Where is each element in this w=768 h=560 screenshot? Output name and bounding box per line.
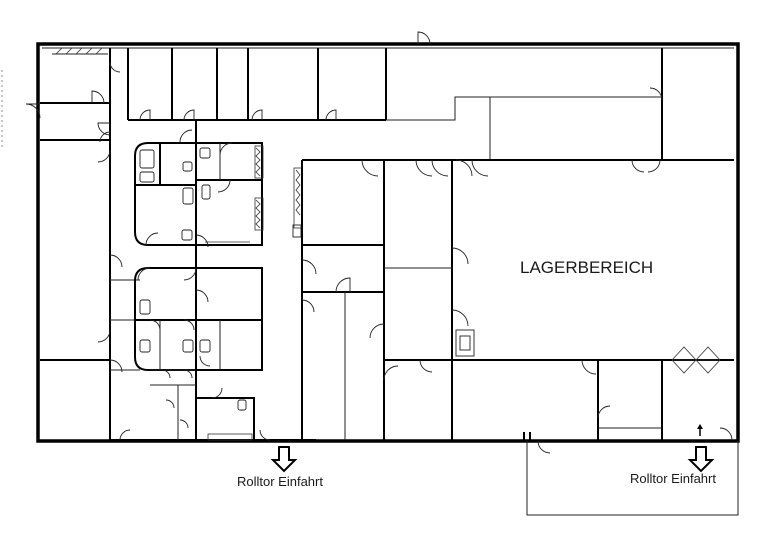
middle-rooms [110,120,734,441]
roller-door-arrow-right [687,446,715,473]
loading-annex [526,441,739,516]
roller-door-label-right: Rolltor Einfahrt [630,471,716,486]
roller-door-label-left: Rolltor Einfahrt [237,474,323,489]
fixtures [139,145,475,411]
roller-door-arrow-left [270,446,298,473]
doors [25,31,733,454]
entrance-marker [697,424,703,436]
top-rooms [40,47,663,160]
outer-walls [36,42,740,443]
storage-area-label: LAGERBEREICH [520,258,653,277]
left-rooms [40,140,140,440]
